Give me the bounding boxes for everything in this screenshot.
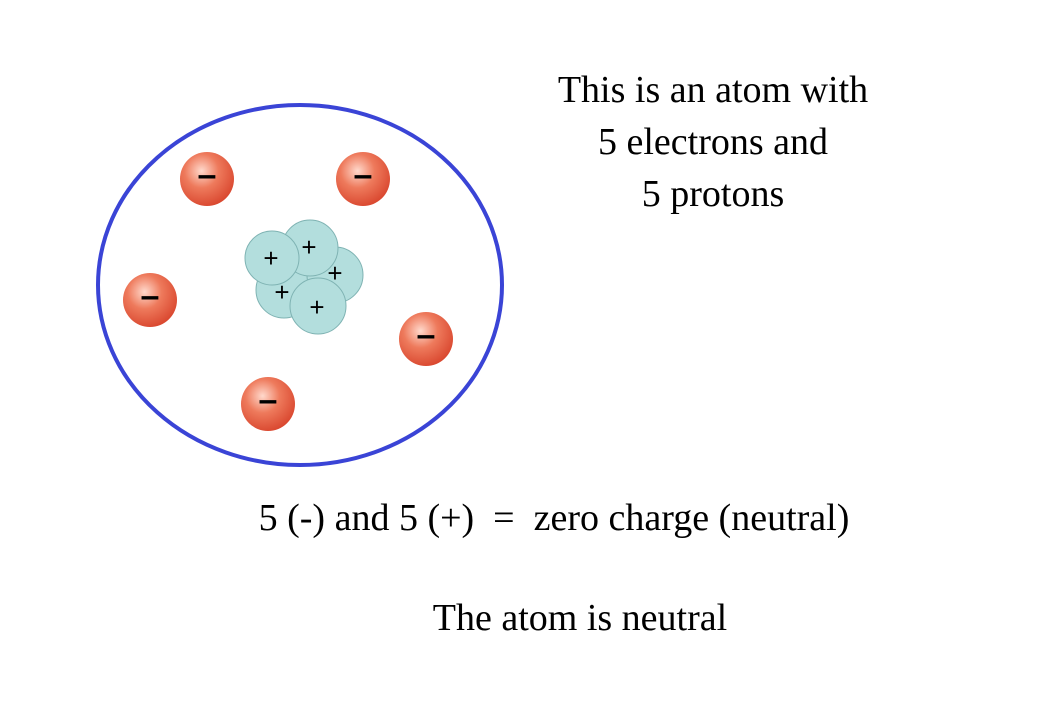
proton-sign: + bbox=[263, 243, 278, 273]
electron-sign: – bbox=[141, 277, 160, 315]
electron-sign: – bbox=[417, 316, 436, 354]
proton-sign: + bbox=[274, 277, 289, 307]
electron bbox=[399, 312, 453, 366]
proton-sign: + bbox=[327, 258, 342, 288]
atom-caption: This is an atom with 5 electrons and 5 p… bbox=[513, 64, 913, 220]
charge-equation: 5 (-) and 5 (+) = zero charge (neutral) bbox=[258, 497, 850, 539]
electrons: – – – – – bbox=[123, 152, 453, 431]
conclusion-text: The atom is neutral bbox=[432, 597, 728, 639]
proton bbox=[244, 230, 300, 286]
nucleus: + + + + + bbox=[244, 219, 364, 335]
proton-sign: + bbox=[309, 292, 324, 322]
electron bbox=[241, 377, 295, 431]
electron-sign: – bbox=[198, 156, 217, 194]
electron bbox=[336, 152, 390, 206]
proton-sign: + bbox=[301, 232, 316, 262]
proton bbox=[289, 277, 347, 335]
electron bbox=[180, 152, 234, 206]
electron-sign: – bbox=[354, 156, 373, 194]
atom-shell bbox=[96, 103, 504, 467]
caption-line-2: 5 electrons and bbox=[597, 121, 829, 163]
caption-line-1: This is an atom with bbox=[557, 69, 869, 111]
electron bbox=[123, 273, 177, 327]
electron-sign: – bbox=[259, 381, 278, 419]
caption-line-3: 5 protons bbox=[641, 173, 785, 215]
